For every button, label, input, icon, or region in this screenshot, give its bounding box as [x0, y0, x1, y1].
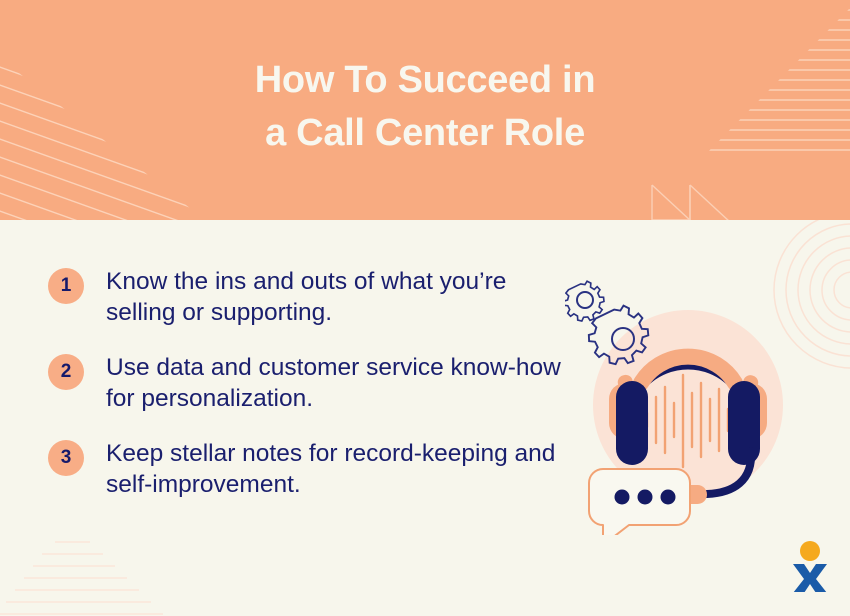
page-title-line-2: a Call Center Role — [265, 112, 585, 154]
brand-logo[interactable] — [788, 540, 832, 592]
logo-circle-icon — [800, 541, 820, 561]
tip-text: Keep stellar notes for record-keeping an… — [106, 440, 556, 498]
list-item: 1 Know the ins and outs of what you’re s… — [48, 266, 568, 328]
microphone-boom — [703, 447, 756, 498]
list-item: 3 Keep stellar notes for record-keeping … — [48, 438, 568, 500]
page-title-line-1: How To Succeed in — [254, 59, 596, 101]
speech-bubble-dot — [660, 489, 676, 505]
bottom-left-lines-decoration — [0, 541, 163, 615]
tip-number-badge: 2 — [48, 354, 84, 390]
speech-bubble-dot — [637, 489, 653, 505]
page-title: How To Succeed in a Call Center Role — [0, 54, 850, 160]
headband-orange-arc — [633, 348, 743, 391]
tip-text: Know the ins and outs of what you’re sel… — [106, 268, 507, 326]
call-center-headset-illustration — [565, 280, 783, 535]
speech-bubble-icon — [588, 468, 691, 535]
tip-text: Use data and customer service know-how f… — [106, 354, 561, 412]
ear-cups — [616, 381, 760, 465]
speech-bubble-dot — [614, 489, 630, 505]
gear-large-icon — [587, 304, 650, 366]
list-item: 2 Use data and customer service know-how… — [48, 352, 568, 414]
logo-x-mark-icon — [793, 564, 827, 592]
tip-number-badge: 1 — [48, 268, 84, 304]
header-band: How To Succeed in a Call Center Role — [0, 0, 850, 220]
gear-small-icon — [565, 280, 605, 323]
tip-number-badge: 3 — [48, 440, 84, 476]
tips-list: 1 Know the ins and outs of what you’re s… — [48, 266, 568, 524]
